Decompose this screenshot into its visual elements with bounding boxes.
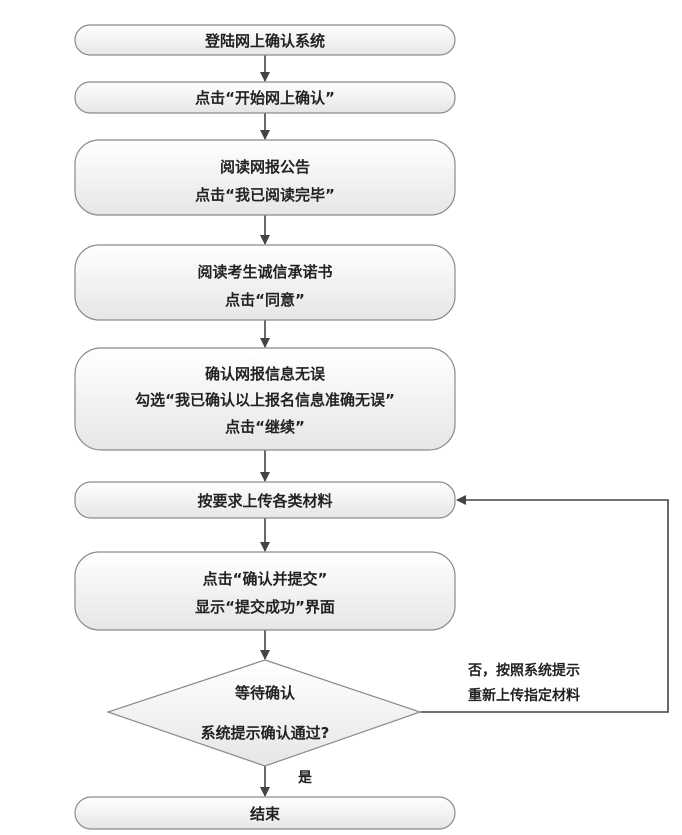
end: 结束 (74, 796, 456, 830)
svg-text:否，按照系统提示: 否，按照系统提示 (467, 662, 580, 679)
yes-label: 是 (298, 770, 313, 786)
svg-text:登陆网上确认系统: 登陆网上确认系统 (204, 32, 325, 50)
svg-text:阅读考生诚信承诺书: 阅读考生诚信承诺书 (197, 263, 332, 281)
step-5: 确认网报信息无误 勾选“我已确认以上报名信息准确无误” 点击“继续” (74, 347, 456, 451)
svg-text:重新上传指定材料: 重新上传指定材料 (468, 687, 580, 704)
step-2: 点击“开始网上确认” (74, 81, 456, 114)
svg-text:显示“提交成功”界面: 显示“提交成功”界面 (195, 598, 335, 616)
svg-text:阅读网报公告: 阅读网报公告 (220, 158, 310, 176)
svg-text:点击“确认并提交”: 点击“确认并提交” (203, 570, 328, 588)
decision: 等待确认 系统提示确认通过? (106, 659, 422, 767)
svg-text:确认网报信息无误: 确认网报信息无误 (205, 365, 326, 383)
connectors (260, 55, 669, 797)
svg-text:勾选“我已确认以上报名信息准确无误”: 勾选“我已确认以上报名信息准确无误” (135, 391, 395, 409)
svg-text:按要求上传各类材料: 按要求上传各类材料 (197, 492, 332, 510)
no-branch-label: 否，按照系统提示 重新上传指定材料 (467, 662, 580, 704)
svg-text:点击“同意”: 点击“同意” (225, 291, 305, 309)
loop-back-arrow (420, 495, 669, 713)
svg-text:结束: 结束 (250, 805, 281, 823)
svg-text:系统提示确认通过?: 系统提示确认通过? (201, 724, 330, 742)
step-7: 点击“确认并提交” 显示“提交成功”界面 (74, 551, 456, 631)
svg-text:点击“继续”: 点击“继续” (225, 418, 305, 436)
step-6: 按要求上传各类材料 (74, 481, 456, 519)
step-4: 阅读考生诚信承诺书 点击“同意” (74, 244, 456, 321)
step-1: 登陆网上确认系统 (74, 24, 456, 56)
svg-text:等待确认: 等待确认 (235, 684, 296, 702)
step-3: 阅读网报公告 点击“我已阅读完毕” (74, 139, 456, 216)
svg-text:点击“开始网上确认”: 点击“开始网上确认” (195, 89, 335, 107)
svg-text:点击“我已阅读完毕”: 点击“我已阅读完毕” (195, 186, 335, 204)
